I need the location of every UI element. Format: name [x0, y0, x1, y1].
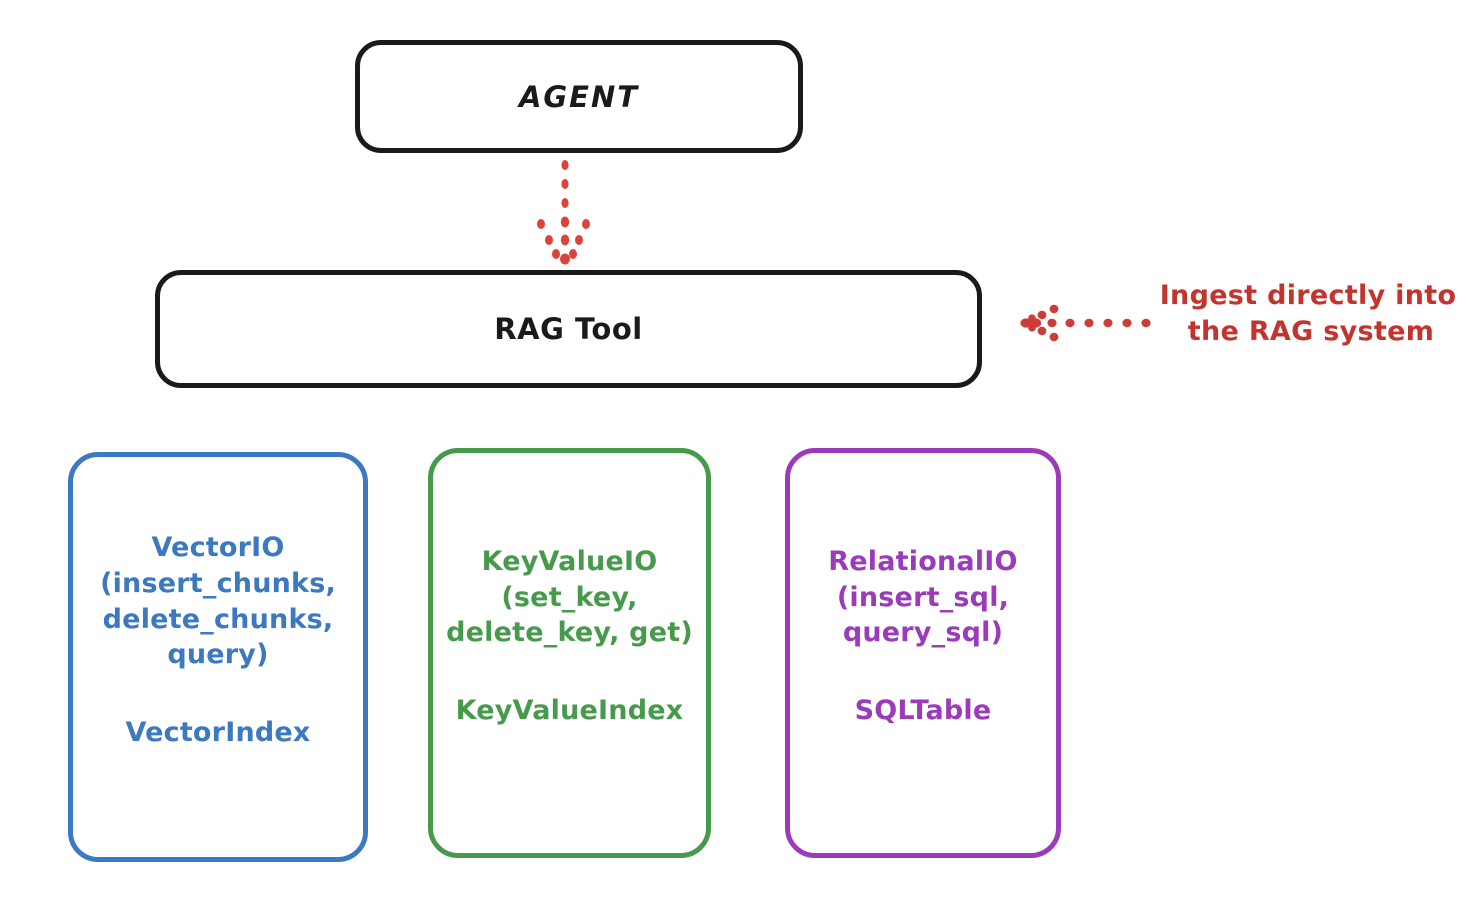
- key-value-io-api-lines: KeyValueIO (set_key, delete_key, get): [446, 544, 693, 651]
- relational-io-line-2: (insert_sql,: [836, 581, 1010, 613]
- relational-io-api-lines: RelationalIO (insert_sql, query_sql): [828, 544, 1017, 651]
- agent-node-label: AGENT: [518, 79, 640, 114]
- key-value-index-label: KeyValueIndex: [455, 694, 684, 726]
- vector-io-line-4: query): [167, 639, 269, 671]
- key-value-io-line-2: (set_key,: [501, 581, 638, 613]
- relational-io-line-3: query_sql): [842, 617, 1004, 649]
- vector-io-node[interactable]: VectorIO (insert_chunks, delete_chunks, …: [68, 452, 368, 862]
- relational-io-content: RelationalIO (insert_sql, query_sql) SQL…: [828, 544, 1017, 726]
- ingest-annotation-line-2: the RAG system: [1187, 316, 1435, 348]
- vector-index-label: VectorIndex: [125, 716, 311, 748]
- vector-io-line-1: VectorIO: [151, 532, 285, 564]
- rag-tool-node-label: RAG Tool: [494, 312, 643, 346]
- sql-table-label: SQLTable: [854, 694, 992, 726]
- vector-io-line-3: delete_chunks,: [102, 603, 334, 635]
- key-value-io-node[interactable]: KeyValueIO (set_key, delete_key, get) Ke…: [428, 448, 711, 858]
- ingest-annotation-line-1: Ingest directly into: [1159, 280, 1457, 311]
- vector-io-content: VectorIO (insert_chunks, delete_chunks, …: [100, 530, 336, 748]
- relational-io-line-1: RelationalIO: [828, 546, 1018, 578]
- key-value-io-line-3: delete_key, get): [446, 617, 693, 649]
- vector-io-api-lines: VectorIO (insert_chunks, delete_chunks, …: [100, 530, 336, 673]
- rag-tool-node[interactable]: RAG Tool: [155, 270, 982, 388]
- key-value-io-line-1: KeyValueIO: [481, 546, 658, 578]
- vector-io-line-2: (insert_chunks,: [100, 567, 336, 599]
- agent-node[interactable]: AGENT: [355, 40, 803, 153]
- ingest-to-rag-tool-arrow: [1020, 304, 1151, 342]
- agent-to-rag-tool-arrow: [537, 160, 590, 265]
- key-value-io-content: KeyValueIO (set_key, delete_key, get) Ke…: [446, 544, 693, 726]
- ingest-annotation: Ingest directly into the RAG system: [1143, 278, 1473, 351]
- relational-io-node[interactable]: RelationalIO (insert_sql, query_sql) SQL…: [785, 448, 1061, 858]
